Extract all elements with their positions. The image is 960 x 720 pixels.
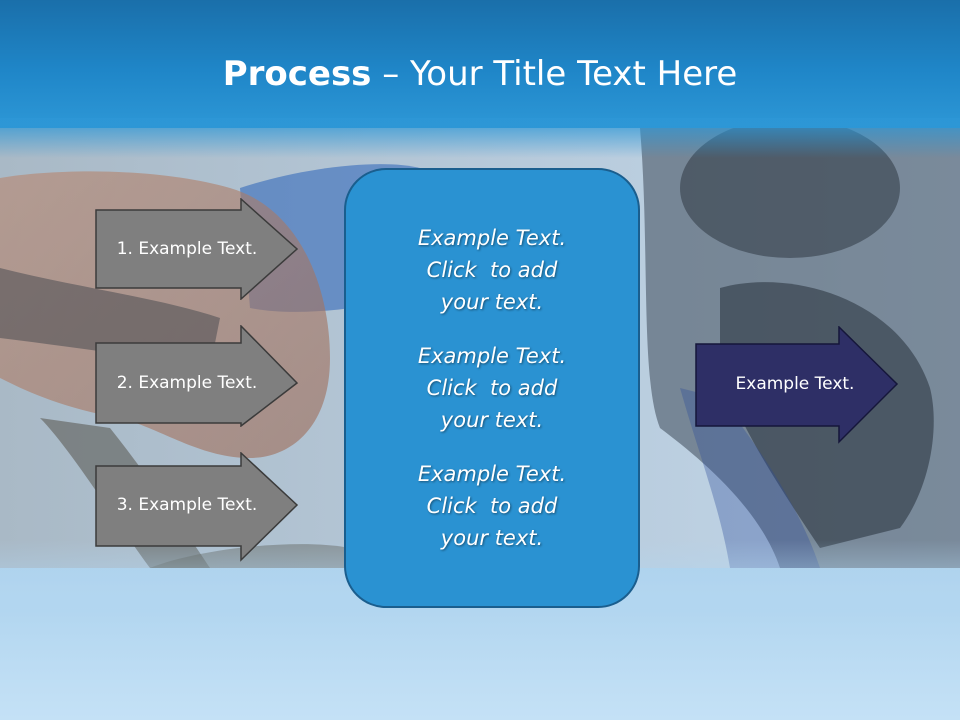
paragraph-line: Click to add [426,258,558,282]
center-paragraph-3: Example Text. Click to add your text. [382,458,602,554]
arrow-shape [95,198,299,300]
paragraph-line: Example Text. [417,226,567,250]
step-label-3: 3. Example Text. [116,495,258,515]
center-text-box[interactable]: Example Text. Click to add your text. Ex… [344,168,640,608]
arrow-shape [695,326,899,444]
paragraph-line: your text. [440,526,544,550]
result-label: Example Text. [735,374,855,394]
title-bar-fade [0,118,960,158]
paragraph-line: Example Text. [417,344,567,368]
step-label-2: 2. Example Text. [116,373,258,393]
paragraph-line: Click to add [426,376,558,400]
step-arrow-3[interactable]: 3. Example Text. [95,452,299,562]
paragraph-line: your text. [440,290,544,314]
step-arrow-1[interactable]: 1. Example Text. [95,198,299,300]
arrow-shape [95,452,299,562]
arrow-shape [95,325,299,427]
step-arrow-2[interactable]: 2. Example Text. [95,325,299,427]
step-label-1: 1. Example Text. [116,239,258,259]
title-bar [0,0,960,128]
paragraph-line: Click to add [426,494,558,518]
title-rest: – Your Title Text Here [371,54,738,94]
slide-title[interactable]: Process – Your Title Text Here [0,52,960,96]
paragraph-line: Example Text. [417,462,567,486]
center-paragraph-2: Example Text. Click to add your text. [382,340,602,436]
center-paragraph-1: Example Text. Click to add your text. [382,222,602,318]
paragraph-line: your text. [440,408,544,432]
title-bold: Process [222,54,372,94]
result-arrow[interactable]: Example Text. [695,326,899,444]
